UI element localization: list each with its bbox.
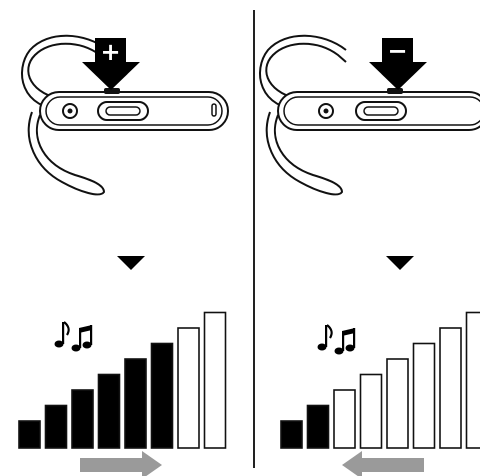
press-arrow-icon: + [82,38,140,90]
button-symbol: + [100,38,120,66]
panel-volume-down: − [259,34,480,476]
volume-bar [71,389,94,449]
down-triangle-icon [117,256,145,270]
volume-bar [44,404,68,449]
horizontal-arrow-icon [80,451,162,476]
headset-illustration [21,34,229,196]
volume-bar [439,327,462,449]
volume-bar [18,420,41,449]
led-indicator [211,103,217,117]
volume-bar [203,311,227,449]
volume-bar [124,358,147,449]
volume-bar-chart [18,311,227,449]
press-arrow-icon: − [369,37,427,90]
headset-body-inner [283,96,480,126]
volume-key [104,88,120,94]
music-notes-icon [317,324,356,355]
ear-hook-lower [265,111,344,196]
volume-bar [333,389,356,449]
volume-bar [306,404,330,449]
ear-hook [21,34,109,111]
ear-hook [259,34,347,111]
volume-key [387,88,403,94]
volume-bar [177,327,200,449]
headset-illustration [259,34,480,196]
volume-bar-chart [280,311,480,449]
volume-bar [97,373,121,449]
ear-hook-lower [27,111,106,196]
volume-bar [359,373,383,449]
panel-volume-up: + [18,34,229,476]
down-triangle-icon [386,256,414,270]
volume-bar [465,311,480,449]
volume-bar [280,420,303,449]
horizontal-arrow-icon [342,451,424,476]
music-notes-icon [54,321,93,352]
button-symbol: − [387,37,407,65]
headset-body-inner [45,96,223,126]
volume-bar [412,342,436,449]
volume-bar [150,342,174,449]
volume-bar [386,358,409,449]
